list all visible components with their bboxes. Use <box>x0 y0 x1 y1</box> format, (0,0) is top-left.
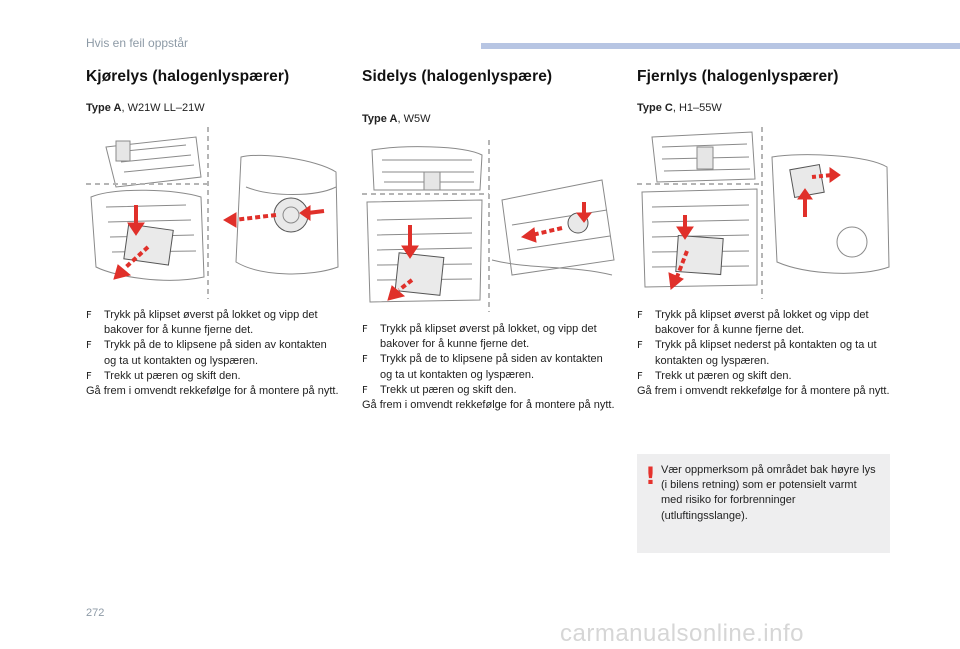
bullet-icon: F <box>86 370 92 382</box>
daytime-light-illustration <box>86 127 341 299</box>
section-heading: Kjørelys (halogenlyspærer) <box>86 68 290 85</box>
section-title: Hvis en feil oppstår <box>86 36 189 50</box>
bullet-icon: F <box>637 340 643 352</box>
bulb-type: Type C, H1–55W <box>637 102 722 114</box>
closing-text: Gå frem i omvendt rekkefølge for å monte… <box>362 399 615 412</box>
closing-text: Gå frem i omvendt rekkefølge for å monte… <box>637 385 890 398</box>
page-number: 272 <box>86 607 105 619</box>
bullet-icon: F <box>362 324 368 335</box>
header-bar <box>481 43 960 49</box>
bullet-icon: F <box>362 384 368 396</box>
bulb-type: Type A, W21W LL–21W <box>86 102 205 114</box>
column-daytime-lights: Kjørelys (halogenlyspærer) Type A, W21W … <box>86 68 341 114</box>
column-high-beam: Fjernlys (halogenlyspærer) Type C, H1–55… <box>637 68 892 114</box>
section-heading: Fjernlys (halogenlyspærer) <box>637 68 839 85</box>
column-side-lights: Sidelys (halogenlyspære) Type A, W5W <box>362 68 617 125</box>
section-heading: Sidelys (halogenlyspære) <box>362 68 553 85</box>
bullet-icon: F <box>637 370 643 382</box>
warning-icon: ! <box>645 462 656 490</box>
high-beam-illustration <box>637 127 892 299</box>
warning-box: ! Vær oppmerksom på området bak høyre ly… <box>637 454 890 553</box>
bulb-type: Type A, W5W <box>362 113 431 125</box>
bullet-icon: F <box>86 310 92 321</box>
bullet-icon: F <box>637 310 643 321</box>
watermark: carmanualsonline.info <box>560 620 804 647</box>
side-light-illustration <box>362 140 617 312</box>
bullet-icon: F <box>86 340 92 352</box>
bullet-icon: F <box>362 354 368 366</box>
warning-text: Vær oppmerksom på området bak høyre lys … <box>661 464 876 522</box>
closing-text: Gå frem i omvendt rekkefølge for å monte… <box>86 385 339 398</box>
